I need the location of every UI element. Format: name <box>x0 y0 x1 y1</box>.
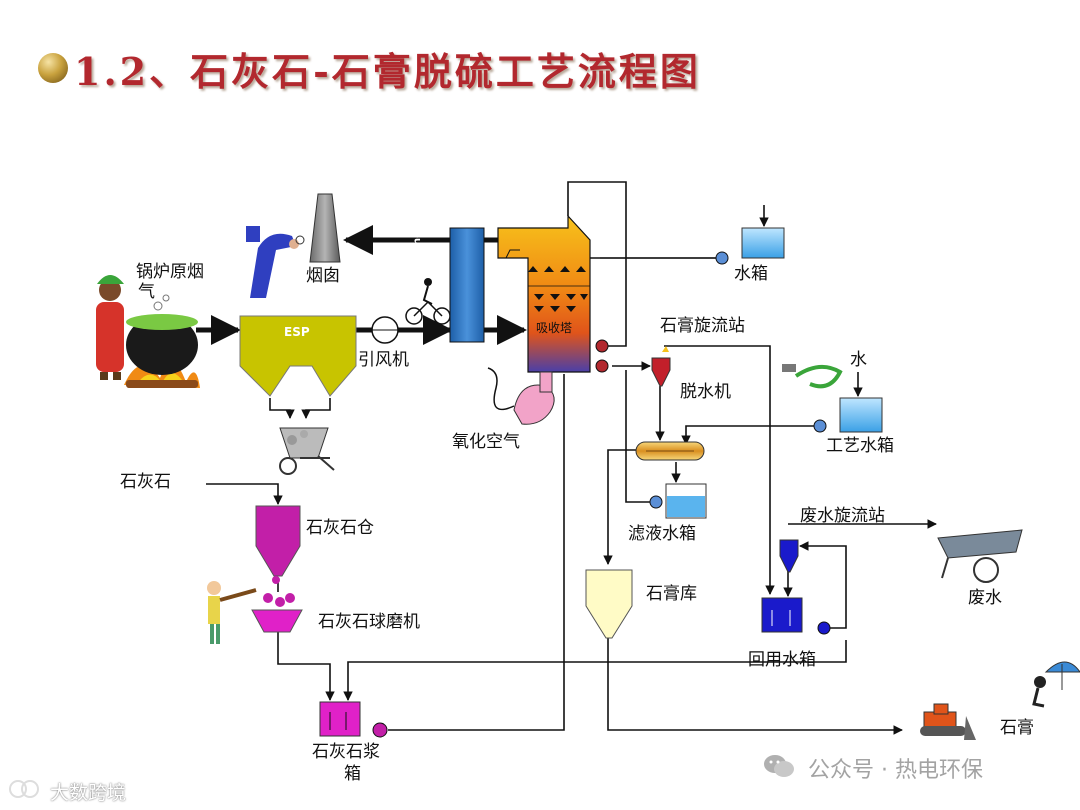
label-wastewater-cyclone: 废水旋流站 <box>800 506 885 526</box>
page-title: 1.2、石灰石-石膏脱硫工艺流程图 <box>74 48 701 94</box>
label-ggh: Gas/Gas heater <box>412 207 423 295</box>
label-oxidation-air: 氧化空气 <box>452 432 520 452</box>
label-gypsum-cyclone: 石膏旋流站 <box>660 316 745 336</box>
absorber-pump-lower <box>595 359 609 373</box>
label-wastewater: 废水 <box>968 588 1002 608</box>
label-ball-mill: 石灰石球磨机 <box>318 612 420 632</box>
ggh-unit <box>449 227 485 343</box>
recycle-slurry-pipe <box>343 661 808 701</box>
umbrella-man-icon <box>1032 661 1080 708</box>
label-filtrate-tank: 滤液水箱 <box>628 524 696 544</box>
filtrate-tank <box>649 483 707 519</box>
mill-slurry-pipe <box>277 632 335 701</box>
gypsum-store <box>585 569 633 639</box>
label-boiler-flue-gas-2: 气 <box>138 282 155 302</box>
label-limestone: 石灰石 <box>120 472 171 492</box>
bullet-icon <box>38 53 68 83</box>
recycle-water-tank <box>761 597 831 635</box>
label-recycle-tank: 回用水箱 <box>748 650 816 670</box>
pipe-network <box>196 181 937 735</box>
absorber-recirc-pipe <box>567 181 627 347</box>
ball-mill-icon <box>207 576 303 644</box>
process-water-tank <box>782 364 883 433</box>
title-bar: 1.2、石灰石-石膏脱硫工艺流程图 <box>38 38 701 98</box>
oxidation-blower-icon <box>487 367 555 425</box>
watermark-left: 大数跨境 <box>50 782 127 804</box>
label-process-water-tank: 工艺水箱 <box>826 436 894 456</box>
label-slurry-tank-1: 石灰石浆 <box>312 742 380 762</box>
filtrate-absorber-pipe <box>625 370 650 503</box>
watermark-right: 公众号 · 热电环保 <box>808 758 983 783</box>
label-esp: ESP <box>284 325 310 339</box>
bulldozer-icon <box>920 703 976 740</box>
watermark-left-icon <box>9 780 39 798</box>
absorber-pump-upper <box>595 339 609 353</box>
label-gypsum-store: 石膏库 <box>646 584 697 604</box>
slurry-absorber-pipe <box>388 374 565 731</box>
chimney-icon <box>246 193 341 298</box>
esp-unit <box>239 315 357 397</box>
cyclone-overflow-pipe <box>664 345 775 595</box>
ash-pipe-left <box>269 398 295 419</box>
process-water-dewater-pipe <box>681 425 815 445</box>
recycle-ww-loop-pipe <box>799 541 847 629</box>
absorber-tower <box>497 214 591 373</box>
wechat-icon <box>764 755 794 777</box>
label-boiler-flue-gas-1: 锅炉原烟 <box>136 262 204 282</box>
label-slurry-tank-2: 箱 <box>344 764 361 784</box>
label-water: 水 <box>850 350 867 370</box>
ash-pipe-right <box>301 398 331 419</box>
slurry-tank <box>319 701 388 738</box>
dewater-store-pipe <box>603 449 636 565</box>
dewatering-unit <box>635 441 705 461</box>
label-absorber: 吸收塔 <box>536 321 573 335</box>
store-output-pipe <box>607 638 903 735</box>
label-id-fan: 引风机 <box>358 350 409 370</box>
label-gypsum: 石膏 <box>1000 718 1034 738</box>
label-chimney: 烟囱 <box>306 266 340 286</box>
wheelbarrow-icon <box>279 427 335 475</box>
label-water-tank: 水箱 <box>734 264 768 284</box>
limestone-feed-pipe <box>206 483 283 505</box>
recycle-return-pipe <box>808 640 847 663</box>
gypsum-cyclone-unit <box>651 346 671 387</box>
label-dewatering: 脱水机 <box>680 382 731 402</box>
water-tank <box>715 227 785 265</box>
limestone-silo <box>255 505 301 577</box>
label-limestone-silo: 石灰石仓 <box>306 518 374 538</box>
wastewater-cart-icon <box>937 529 1023 583</box>
boiler-icon <box>96 275 200 388</box>
wastewater-cyclone-unit <box>779 539 799 573</box>
